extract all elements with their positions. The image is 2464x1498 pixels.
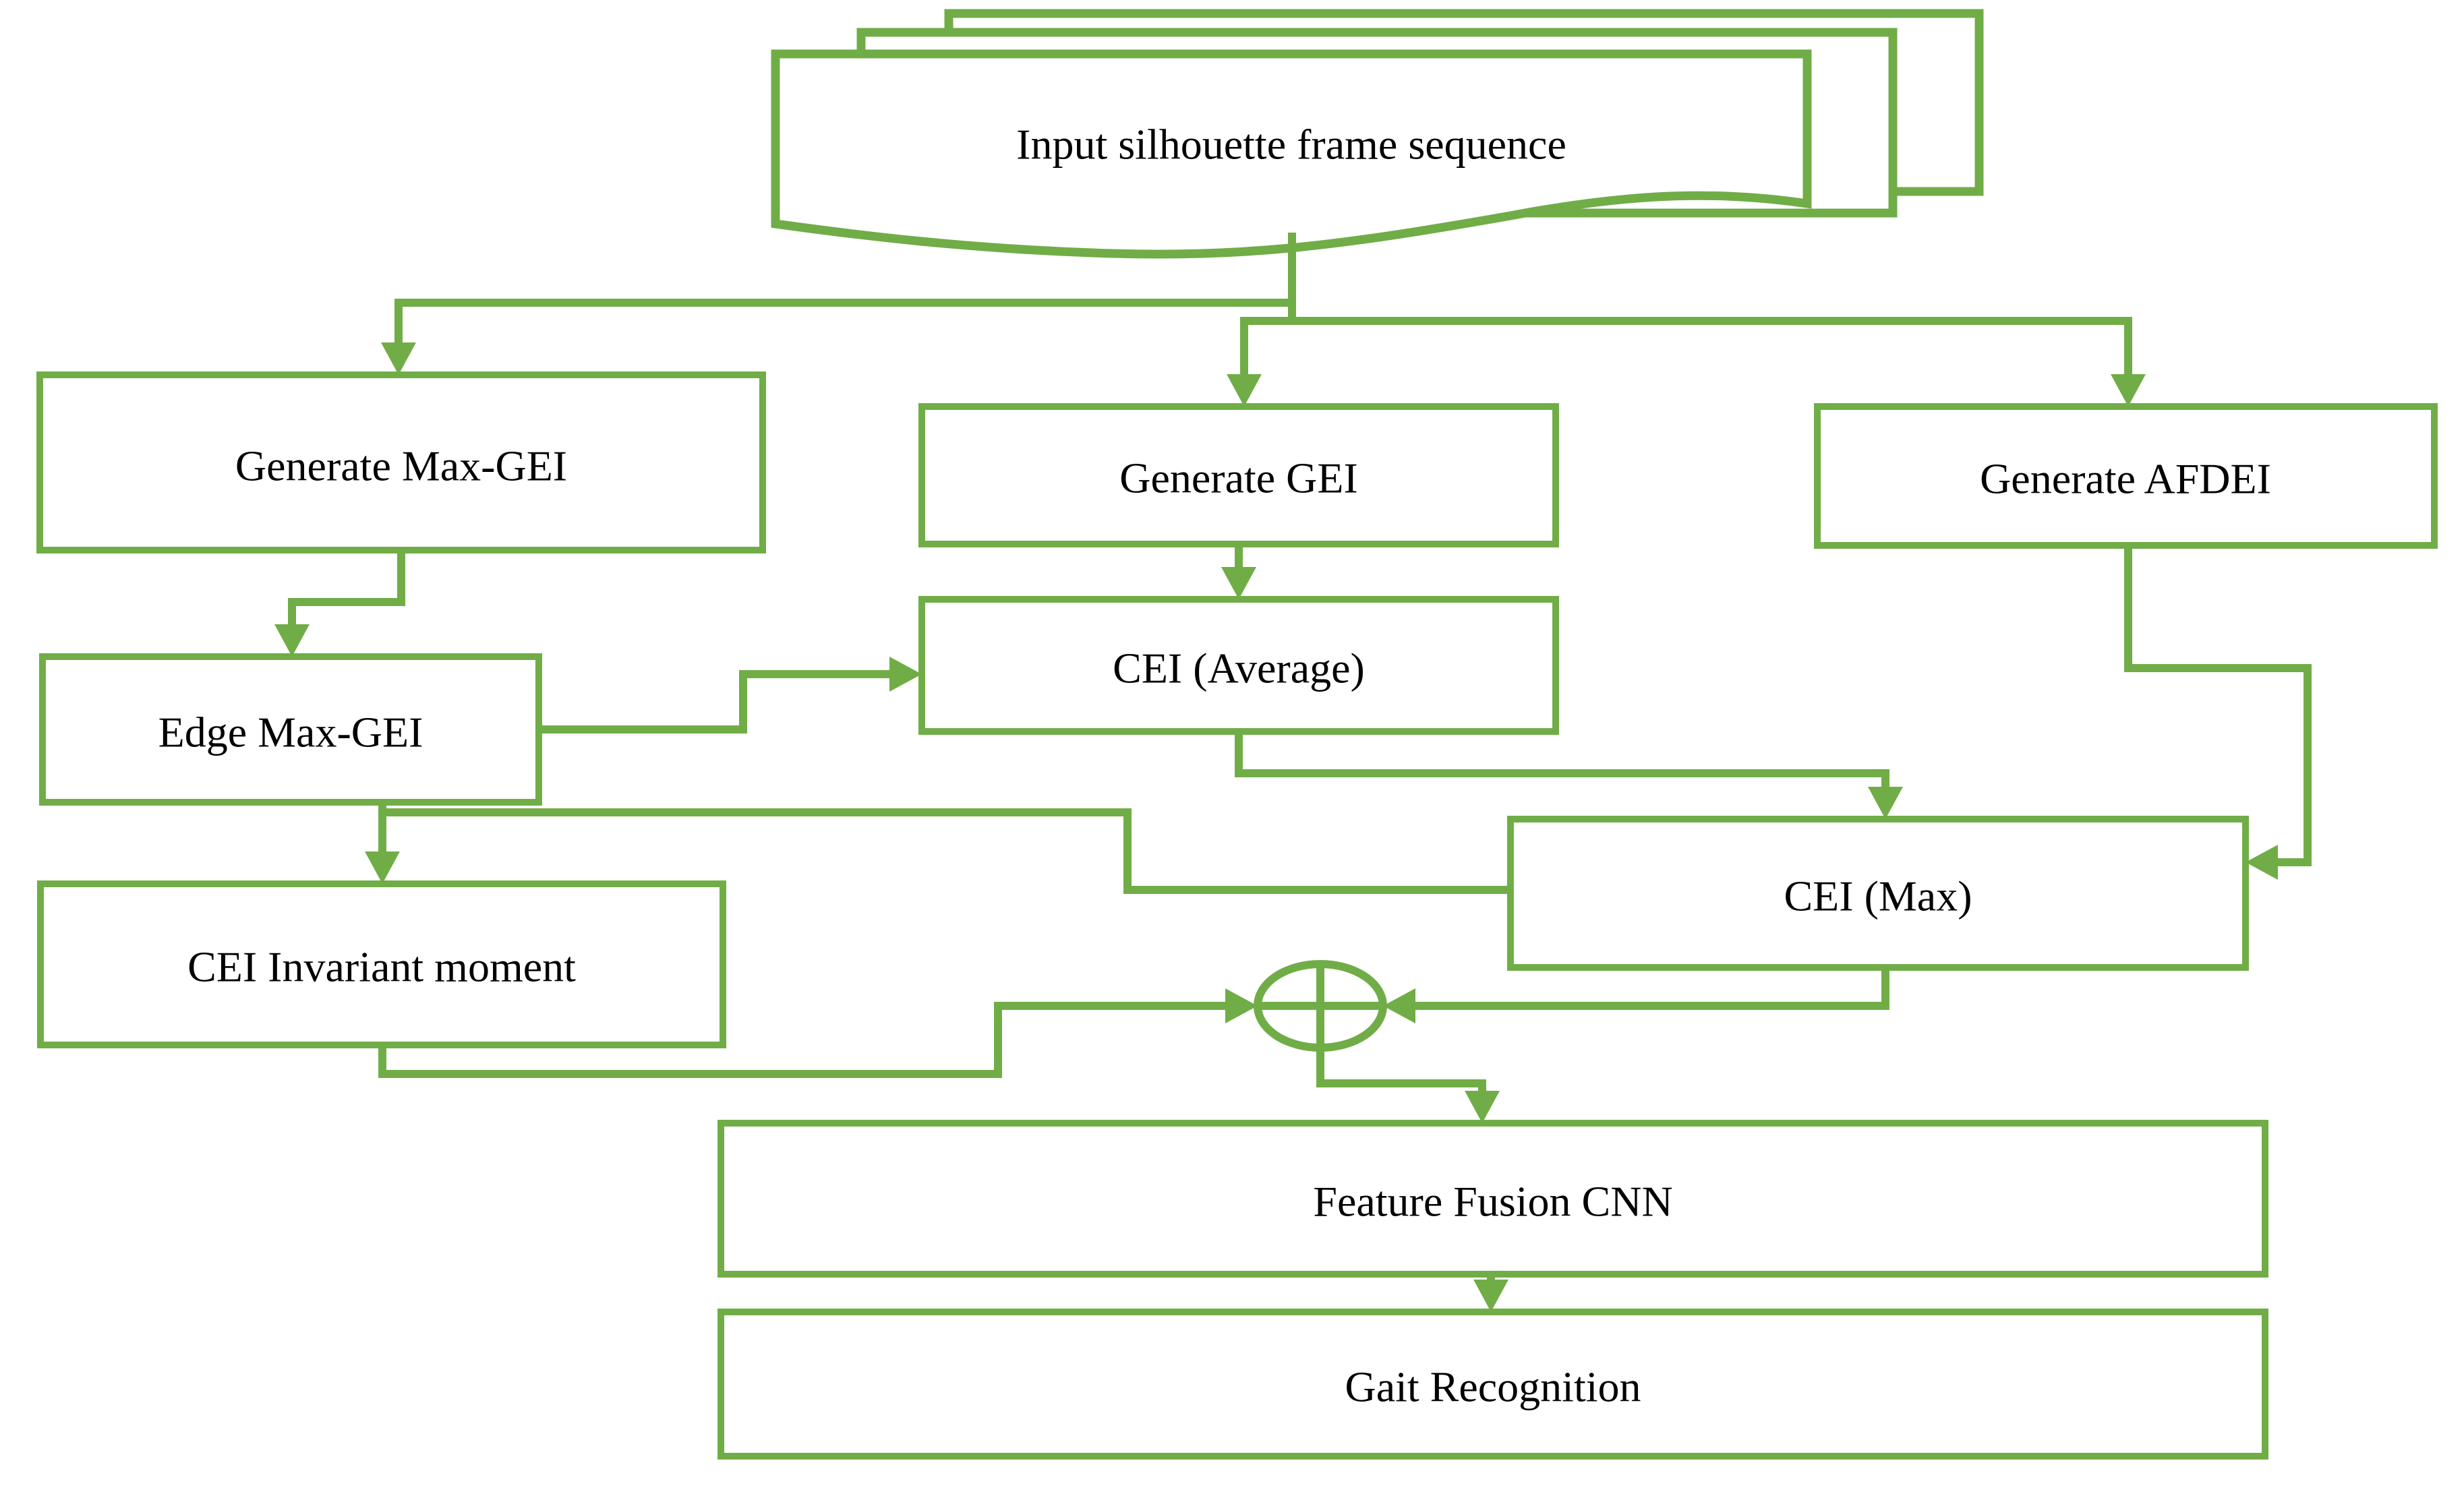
gait-recognition-label: Gait Recognition — [1345, 1362, 1641, 1410]
generate-gei-label: Generate GEI — [1119, 454, 1358, 502]
node-cei-max: CEI (Max) — [1507, 816, 2249, 971]
node-generate-afdei: Generate AFDEI — [1814, 403, 2438, 549]
document-shape-icon — [771, 49, 1812, 259]
edge-max-gei-label: Edge Max-GEI — [158, 708, 423, 756]
cei-invariant-moment-box — [37, 880, 726, 1048]
generate-max-gei-label: Generate Max-GEI — [235, 442, 567, 489]
arrowhead-into-generate-gei — [1227, 374, 1262, 407]
node-input-silhouette-stack: Input silhouette frame sequence — [771, 9, 1984, 259]
feature-fusion-cnn-box — [717, 1120, 2268, 1278]
fusion-operator — [1254, 960, 1387, 1052]
arrowhead-into-cei-max-right — [2246, 845, 2278, 880]
edge-fusion-to-feature-fusion-cnn — [1316, 1045, 1486, 1093]
edge-cei-max-to-fusion — [1413, 967, 1889, 1010]
arrowhead-into-gait-recognition — [1473, 1280, 1508, 1312]
edge-edge-max-gei-to-cei-average — [539, 670, 892, 733]
node-generate-max-gei: Generate Max-GEI — [36, 371, 766, 553]
edge-cei-average-to-cei-max — [1235, 731, 1889, 789]
node-edge-max-gei: Edge Max-GEI — [39, 653, 542, 806]
edge-input-to-generate-max-gei — [394, 299, 1292, 345]
cei-invariant-moment-label: CEI Invariant moment — [187, 942, 576, 990]
node-gait-recognition: Gait Recognition — [717, 1309, 2268, 1460]
cei-average-label: CEI (Average) — [1113, 644, 1365, 692]
arrowhead-into-cei-max-top — [1868, 787, 1903, 819]
generate-max-gei-box — [36, 371, 766, 553]
arrowhead-into-cei-invariant — [365, 851, 400, 884]
arrowhead-into-cei-average-left — [889, 657, 922, 692]
edge-cei-invariant-to-fusion — [378, 1002, 1228, 1078]
generate-afdei-label: Generate AFDEI — [1980, 454, 2271, 502]
node-input-label: Input silhouette frame sequence — [1016, 120, 1566, 168]
arrowhead-into-fusion-left — [1225, 988, 1258, 1023]
edge-generate-afdei-to-cei-max — [2124, 545, 2312, 866]
node-cei-invariant-moment: CEI Invariant moment — [37, 880, 726, 1048]
node-cei-average: CEI (Average) — [918, 596, 1559, 735]
edge-edge-max-gei-to-cei-max — [382, 808, 1512, 894]
cei-average-box — [918, 596, 1559, 735]
edges-layer — [288, 233, 2312, 1282]
cei-max-box — [1507, 816, 2249, 971]
node-generate-gei: Generate GEI — [918, 403, 1559, 547]
edge-generate-max-gei-to-edge-max-gei — [288, 550, 405, 627]
arrowhead-into-generate-max-gei — [381, 342, 416, 375]
arrowhead-into-edge-max-gei — [274, 624, 310, 657]
generate-afdei-box — [1814, 403, 2438, 549]
arrowhead-into-fusion-right — [1383, 988, 1415, 1023]
gait-recognition-box — [717, 1309, 2268, 1460]
cei-max-label: CEI (Max) — [1784, 872, 1972, 920]
arrowhead-into-feature-fusion-cnn — [1465, 1091, 1500, 1123]
arrowheads-layer — [274, 342, 2278, 1312]
node-feature-fusion-cnn: Feature Fusion CNN — [717, 1120, 2268, 1278]
edge-input-to-gei-and-afdei — [1240, 317, 2132, 376]
generate-gei-box — [918, 403, 1559, 547]
arrowhead-into-generate-afdei — [2111, 374, 2146, 407]
arrowhead-into-cei-average-top — [1221, 567, 1256, 599]
feature-fusion-cnn-label: Feature Fusion CNN — [1313, 1177, 1672, 1225]
edge-max-gei-box — [39, 653, 542, 806]
